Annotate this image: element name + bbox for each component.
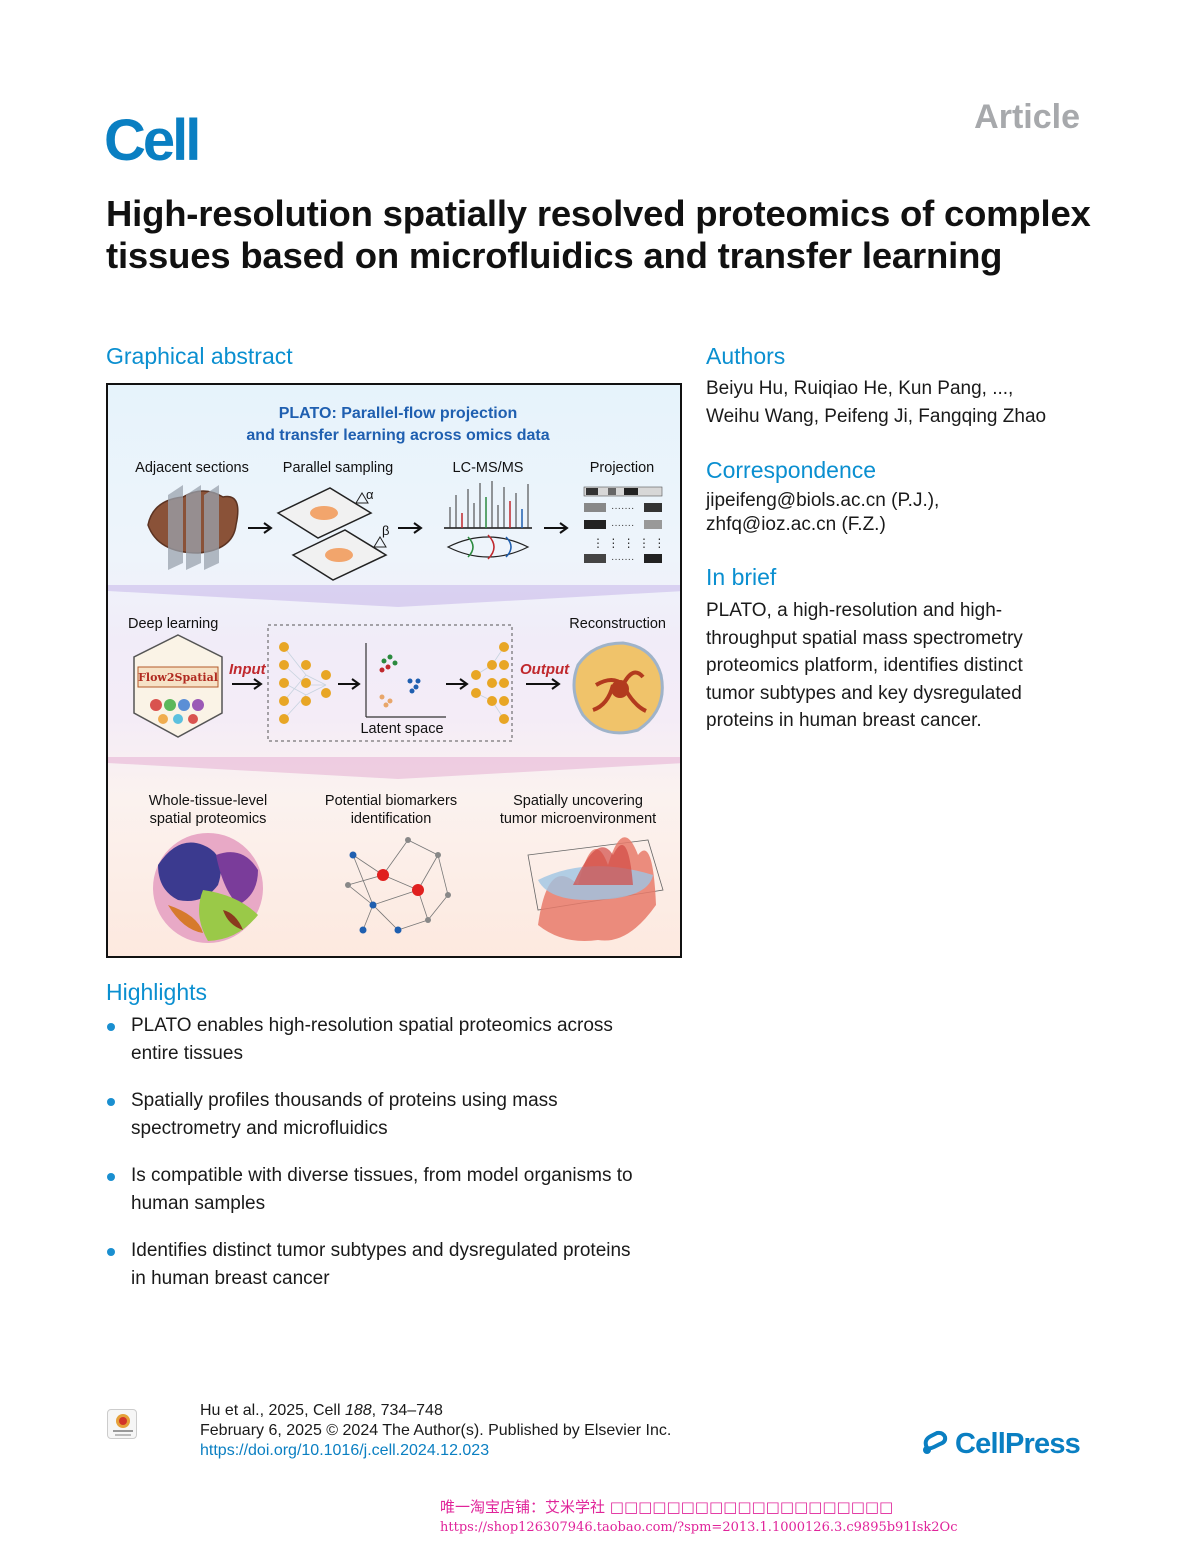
latent-space-label: Latent space [360, 721, 443, 737]
in-brief-heading: In brief [706, 564, 777, 590]
plato-title-line1: PLATO: Parallel-flow projection [279, 405, 518, 422]
section-divider [108, 585, 680, 607]
article-title: High-resolution spatially resolved prote… [106, 193, 1091, 276]
bullet-icon [107, 1023, 115, 1031]
bullet-icon [107, 1098, 115, 1106]
highlights-heading: Highlights [106, 979, 207, 1005]
date-copyright-line: February 6, 2025 © 2024 The Author(s). P… [200, 1422, 672, 1439]
arrow-icon [398, 522, 423, 534]
authors-line-1: Beiyu Hu, Ruiqiao He, Kun Pang, ..., [706, 378, 1014, 399]
highlight-item: PLATO enables high-resolution spatial pr… [106, 1012, 686, 1068]
bottom-label-2-line2: identification [351, 811, 432, 827]
input-label: Input [229, 661, 267, 678]
article-type-label: Article [974, 98, 1080, 136]
correspondence-email-2[interactable]: zhfq@ioz.ac.cn (F.Z.) [706, 514, 886, 535]
alpha-label: α [366, 487, 374, 502]
correspondence-email-1[interactable]: jipeifeng@biols.ac.cn (P.J.), [706, 490, 940, 511]
correspondence-heading: Correspondence [706, 457, 877, 483]
step-label-lc-ms-ms: LC-MS/MS [453, 460, 524, 476]
tumor-microenvironment-3d-plot [527, 837, 664, 941]
journal-logo: Cell [104, 108, 201, 173]
highlight-item: Identifies distinct tumor subtypes and d… [106, 1237, 686, 1293]
plato-title-line2: and transfer learning across omics data [246, 427, 549, 444]
watermark-line-1: 唯一淘宝店铺：艾米学社 □□□□□□□□□□□□□□□□□□□□ [440, 1498, 894, 1516]
check-for-updates-icon[interactable] [107, 1409, 137, 1439]
bullet-icon [107, 1248, 115, 1256]
encoder-network-icon [279, 642, 331, 724]
in-brief-line: proteomics platform, identifies distinct [706, 655, 1023, 676]
decoder-network-icon [471, 642, 509, 724]
svg-text:·······: ······· [611, 554, 634, 565]
svg-text:⋮ ⋮ ⋮ ⋮ ⋮: ⋮ ⋮ ⋮ ⋮ ⋮ [592, 536, 665, 550]
in-brief-line: proteins in human breast cancer. [706, 710, 982, 731]
whole-tissue-proteomics-map [153, 833, 263, 943]
bottom-label-3-line2: tumor microenvironment [500, 811, 656, 827]
cellpress-logo: CellPress [921, 1428, 1081, 1461]
reconstruction-tissue-icon [572, 641, 664, 735]
step-label-adjacent-sections: Adjacent sections [135, 460, 249, 476]
watermark-line-2: https://shop126307946.taobao.com/?spm=20… [440, 1520, 958, 1535]
deep-learning-label: Deep learning [128, 616, 218, 632]
bottom-label-2-line1: Potential biomarkers [325, 793, 457, 809]
bullet-icon [107, 1173, 115, 1181]
arrow-icon [544, 522, 569, 534]
citation-line: Hu et al., 2025, Cell 188, 734–748 [200, 1402, 443, 1419]
arrow-icon [526, 678, 561, 690]
step-label-projection: Projection [590, 460, 654, 476]
svg-text:·······: ······· [611, 503, 634, 514]
svg-text:·······: ······· [611, 520, 634, 531]
bottom-label-1-line1: Whole-tissue-level [149, 793, 267, 809]
arrow-icon [338, 678, 361, 690]
step-label-parallel-sampling: Parallel sampling [283, 460, 393, 476]
graphical-abstract-heading: Graphical abstract [106, 343, 293, 369]
flow2spatial-label: Flow2Spatial [138, 671, 218, 684]
projection-matrix-icon: ······· ······· ⋮ ⋮ ⋮ ⋮ ⋮ ······· [583, 486, 665, 565]
arrow-icon [248, 522, 273, 534]
highlights-list: PLATO enables high-resolution spatial pr… [106, 1012, 686, 1312]
biomarker-network-icon [345, 837, 451, 934]
mass-spectrum-icon [444, 481, 532, 560]
citation-block: Hu et al., 2025, Cell 188, 734–748 Febru… [200, 1401, 671, 1461]
arrow-icon [232, 678, 263, 690]
bottom-label-1-line2: spatial proteomics [150, 811, 267, 827]
doi-link[interactable]: https://doi.org/10.1016/j.cell.2024.12.0… [200, 1442, 490, 1459]
graphical-abstract-figure: PLATO: Parallel-flow projection and tran… [106, 383, 682, 958]
in-brief-line: PLATO, a high-resolution and high- [706, 600, 1003, 621]
section-divider [108, 757, 680, 779]
highlight-item: Is compatible with diverse tissues, from… [106, 1162, 686, 1218]
bottom-label-3-line1: Spatially uncovering [513, 793, 643, 809]
tissue-block-illustration [147, 485, 239, 570]
microfluidic-chips-illustration [276, 487, 388, 581]
arrow-icon [446, 678, 469, 690]
latent-space-scatter-icon [365, 643, 446, 718]
authors-line-2: Weihu Wang, Peifeng Ji, Fangqing Zhao [706, 406, 1047, 427]
in-brief-line: throughput spatial mass spectrometry [706, 628, 1023, 649]
beta-label: β [382, 523, 389, 538]
latent-space-box [267, 624, 513, 742]
flow2spatial-hexagon-icon [133, 634, 223, 738]
output-label: Output [520, 661, 570, 678]
authors-heading: Authors [706, 343, 786, 369]
highlight-item: Spatially profiles thousands of proteins… [106, 1087, 686, 1143]
in-brief-line: tumor subtypes and key dysregulated [706, 683, 1022, 704]
cellpress-mark-icon [923, 1430, 948, 1454]
reconstruction-label: Reconstruction [569, 616, 666, 632]
